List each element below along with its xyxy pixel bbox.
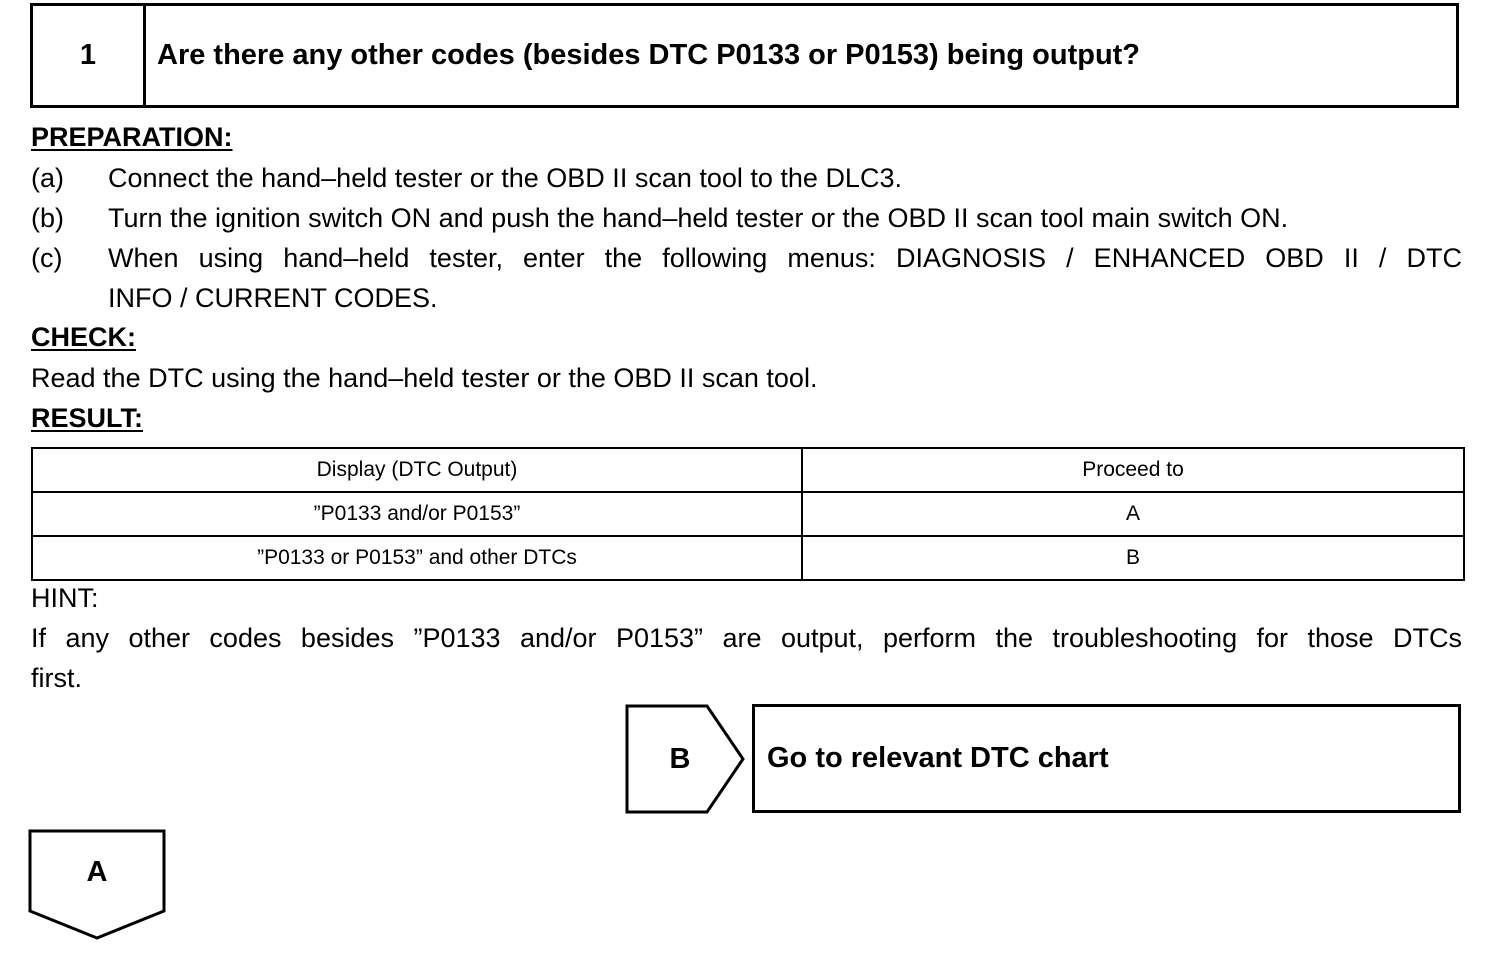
table-row: ”P0133 and/or P0153” A — [31, 491, 1465, 537]
table-row: ”P0133 or P0153” and other DTCs B — [31, 535, 1465, 581]
prep-item-c-text-line2: INFO / CURRENT CODES. — [108, 283, 438, 313]
branch-b-target-box: Go to relevant DTC chart — [752, 704, 1461, 813]
prep-item-b-text: Turn the ignition switch ON and push the… — [108, 203, 1289, 233]
table-header-row: Display (DTC Output) Proceed to — [31, 447, 1465, 493]
prep-item-b-tag: (b) — [31, 203, 64, 233]
prep-item-c-tag: (c) — [31, 243, 63, 273]
column-header-display: Display (DTC Output) — [31, 447, 803, 493]
prep-item-a-text: Connect the hand–held tester or the OBD … — [108, 163, 902, 193]
table-cell-proceed: A — [801, 491, 1465, 537]
branch-b-label: B — [669, 742, 691, 775]
branch-b-arrow-icon — [625, 704, 745, 814]
hint-text-line1: If any other codes besides ”P0133 and/or… — [31, 623, 1462, 653]
column-header-proceed: Proceed to — [801, 447, 1465, 493]
step-number: 1 — [33, 6, 146, 105]
hint-heading: HINT: — [31, 583, 99, 613]
step-question: Are there any other codes (besides DTC P… — [157, 39, 1141, 71]
table-cell-proceed: B — [801, 535, 1465, 581]
table-cell-display: ”P0133 or P0153” and other DTCs — [31, 535, 803, 581]
hint-text-line2: first. — [31, 663, 82, 693]
table-cell-display: ”P0133 and/or P0153” — [31, 491, 803, 537]
prep-item-a-tag: (a) — [31, 163, 64, 193]
result-heading: RESULT: — [31, 403, 143, 433]
preparation-heading: PREPARATION: — [31, 122, 233, 152]
branch-a-label: A — [86, 856, 108, 888]
check-heading: CHECK: — [31, 322, 136, 352]
step-header-box: 1 Are there any other codes (besides DTC… — [30, 3, 1459, 108]
result-table: Display (DTC Output) Proceed to ”P0133 a… — [31, 447, 1465, 581]
prep-item-c-text-line1: When using hand–held tester, enter the f… — [108, 243, 1462, 273]
check-text: Read the DTC using the hand–held tester … — [31, 363, 818, 393]
branch-a-arrow-icon — [28, 829, 166, 940]
